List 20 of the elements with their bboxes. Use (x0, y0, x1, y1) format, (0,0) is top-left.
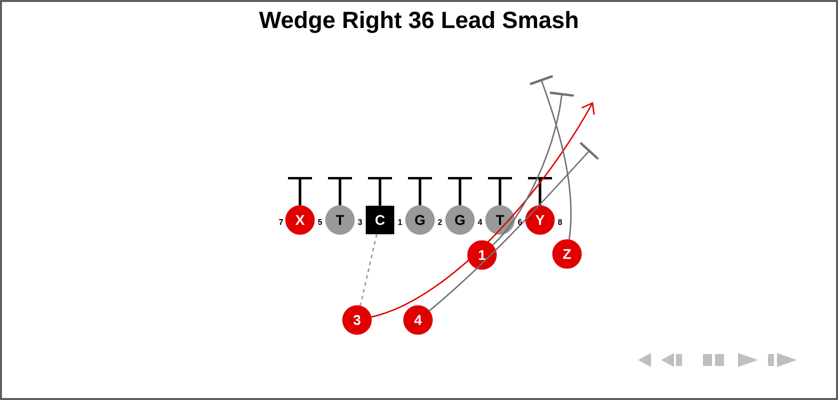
hole-number: 4 (478, 219, 482, 225)
route-line (530, 75, 572, 240)
block-line (328, 177, 352, 206)
block-line (448, 177, 472, 206)
hole-number: 2 (438, 219, 442, 225)
block-line (408, 177, 432, 206)
block-line (368, 177, 392, 206)
route-arrow (371, 102, 595, 318)
hole-number: 6 (518, 219, 522, 225)
hole-number: 5 (318, 219, 322, 225)
hole-number: 8 (558, 219, 562, 225)
player-square: C (366, 206, 394, 234)
title: Wedge Right 36 Lead Smash (259, 11, 578, 33)
hole-number: 3 (358, 219, 362, 225)
hole-number: 1 (398, 219, 402, 225)
block-line (528, 177, 552, 206)
dashed-line (360, 234, 378, 306)
block-line (488, 177, 512, 206)
route-line (492, 92, 574, 246)
block-line (288, 177, 312, 206)
